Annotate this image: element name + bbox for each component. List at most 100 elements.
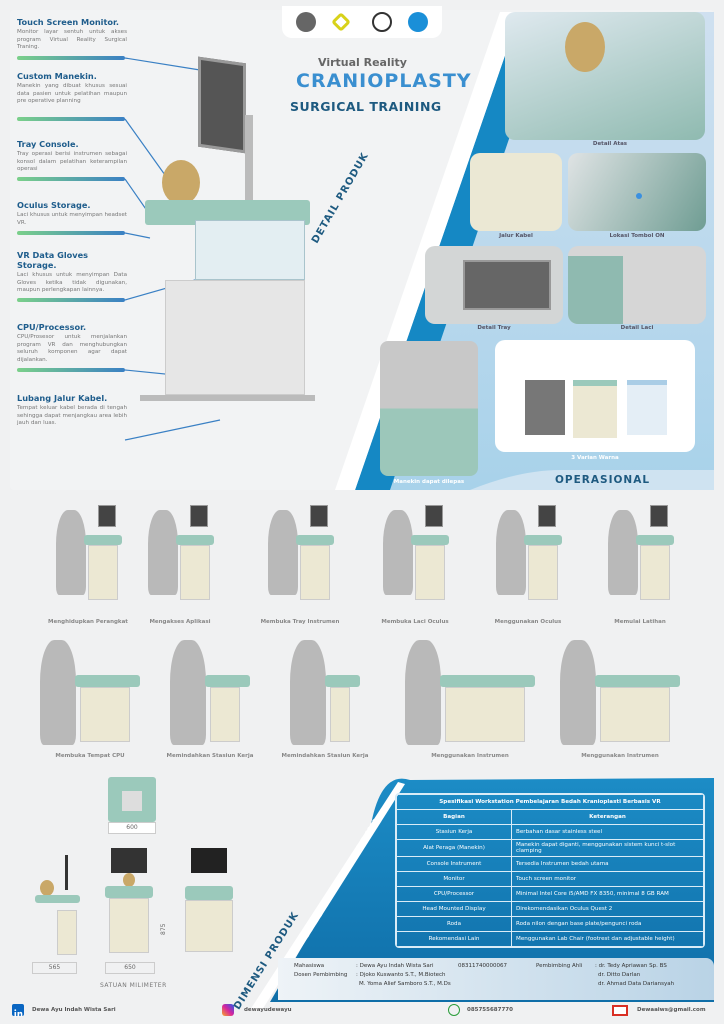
- mahasiswa-nrp: 08311740000067: [458, 963, 507, 969]
- cabinet: [600, 687, 670, 742]
- monitor: [425, 505, 443, 527]
- connector-bar: [17, 56, 125, 60]
- cabinet: [415, 545, 445, 600]
- manekin-mount: [122, 791, 142, 811]
- operation-label: Membuka Tray Instrumen: [260, 619, 340, 625]
- dimension-side-view: [35, 855, 80, 955]
- operation-illustration: [140, 500, 220, 615]
- spec-description: Roda nilon dengan base plate/pengunci ro…: [511, 916, 704, 932]
- desk-top: [205, 675, 250, 687]
- manekin-head: [162, 160, 200, 205]
- photo-tombol-on: [568, 153, 706, 231]
- feature-oculus: Oculus Storage. Laci khusus untuk menyimp…: [17, 200, 127, 227]
- connector-bar: [17, 298, 125, 302]
- feature-title: Tray Console.: [17, 139, 79, 149]
- feature-title: Oculus Storage.: [17, 200, 91, 210]
- photo-detail-laci: [568, 246, 706, 324]
- cabinet: [180, 545, 210, 600]
- spec-part: Roda: [396, 916, 512, 932]
- desk-top: [84, 535, 122, 545]
- spec-part: Rekomendasi Lain: [396, 931, 512, 947]
- person-silhouette: [56, 510, 86, 595]
- label-pembimbing-ahli: Pembimbing Ahli: [536, 963, 583, 969]
- logo-bar: [282, 6, 442, 38]
- spec-description: Tersedia Instrumen bedah utama: [511, 856, 704, 872]
- mahasiswa-name: : Dewa Ayu Indah Wista Sari: [356, 963, 434, 969]
- variant-gray: [525, 380, 565, 435]
- linkedin-link[interactable]: Dewa Ayu Indah Wista Sari: [32, 1007, 116, 1013]
- dimension-front-view: [105, 848, 153, 958]
- feature-desc: Tempat keluar kabel berada di tengah seh…: [17, 405, 127, 427]
- feature-desc: Manekin yang dibuat khusus sesuai data p…: [17, 83, 127, 105]
- dosen-2: M. Yoma Alief Samboro S.T., M.Ds: [359, 981, 451, 987]
- connector-bar: [17, 231, 125, 235]
- feature-title: CPU/Processor.: [17, 322, 87, 332]
- operation-illustration: [160, 640, 260, 750]
- monitor-render: [198, 56, 246, 154]
- spec-header-keterangan: Keterangan: [511, 809, 704, 825]
- monitor: [310, 505, 328, 527]
- despro-logo-icon: [331, 12, 351, 32]
- desk-top: [325, 675, 360, 687]
- spec-part: Monitor: [396, 871, 512, 887]
- desk-top: [524, 535, 562, 545]
- caption-detail-tray: Detail Tray: [477, 325, 511, 331]
- feature-touch-screen: Touch Screen Monitor.Monitor layar sentu…: [17, 17, 127, 52]
- feature-desc: Laci khusus untuk menyimpan headset VR.: [17, 212, 127, 226]
- caption-tombol-on: Lokasi Tombol ON: [609, 233, 665, 239]
- linkedin-icon: [12, 1004, 24, 1017]
- spec-description: Touch screen monitor: [511, 871, 704, 887]
- spec-description: Minimal Intel Core i5/AMD FX 8350, minim…: [511, 886, 704, 902]
- person-silhouette: [405, 640, 441, 745]
- ahli-1: : dr. Tedy Apriawan Sp. BS: [595, 963, 667, 969]
- cabinet: [109, 898, 149, 953]
- manekin-head: [40, 880, 54, 896]
- operation-illustration: [260, 500, 360, 615]
- spec-description: Berbahan dasar stainless steel: [511, 824, 704, 840]
- instagram-icon: [222, 1004, 234, 1016]
- feature-kabel: Lubang Jalur Kabel.Tempat keluar kabel b…: [17, 393, 127, 428]
- desk-top: [440, 675, 535, 687]
- section-operasional: OPERASIONAL: [555, 474, 651, 486]
- caption-3-varian: 3 Varian Warna: [571, 455, 619, 461]
- caption-detail-atas: Detail Atas: [592, 141, 628, 147]
- cabinet: [57, 910, 77, 955]
- spec-header-bagian: Bagian: [396, 809, 512, 825]
- dimension-width: 650: [105, 962, 155, 974]
- vr-lab-logo-icon: [408, 12, 428, 32]
- operation-illustration: [375, 500, 455, 615]
- desk-side: [568, 256, 623, 324]
- operation-label: Memindahkan Stasiun Kerja: [281, 753, 369, 759]
- desk-top: [35, 895, 80, 903]
- operation-illustration: [280, 640, 370, 750]
- whatsapp-link[interactable]: 085755687770: [467, 1007, 513, 1013]
- person-silhouette: [383, 510, 413, 595]
- email-link[interactable]: Dewaaiws@gmail.com: [637, 1007, 706, 1013]
- variant-blue: [627, 380, 667, 435]
- operation-illustration: [30, 640, 150, 750]
- desk-top: [185, 886, 233, 900]
- feature-title: Touch Screen Monitor.: [17, 17, 119, 27]
- desk-top: [296, 535, 334, 545]
- its-logo-icon: [296, 12, 316, 32]
- spec-description: Manekin dapat diganti, menggunakan siste…: [511, 839, 704, 857]
- person-silhouette: [608, 510, 638, 595]
- operation-illustration: [48, 500, 128, 615]
- instagram-link[interactable]: dewayudewayu: [244, 1007, 292, 1013]
- whatsapp-icon: [448, 1004, 460, 1016]
- operation-illustration: [600, 500, 690, 615]
- connector-bar: [17, 177, 125, 181]
- monitor: [190, 505, 208, 527]
- dimension-unit: SATUAN MILIMETER: [100, 982, 167, 989]
- cabinet: [210, 687, 240, 742]
- credits-box: Mahasiswa Dosen Pembimbing : Dewa Ayu In…: [278, 958, 714, 1000]
- monitor: [538, 505, 556, 527]
- cabinet: [330, 687, 350, 742]
- feature-gloves: VR Data Gloves Storage.Laci khusus untuk…: [17, 250, 127, 295]
